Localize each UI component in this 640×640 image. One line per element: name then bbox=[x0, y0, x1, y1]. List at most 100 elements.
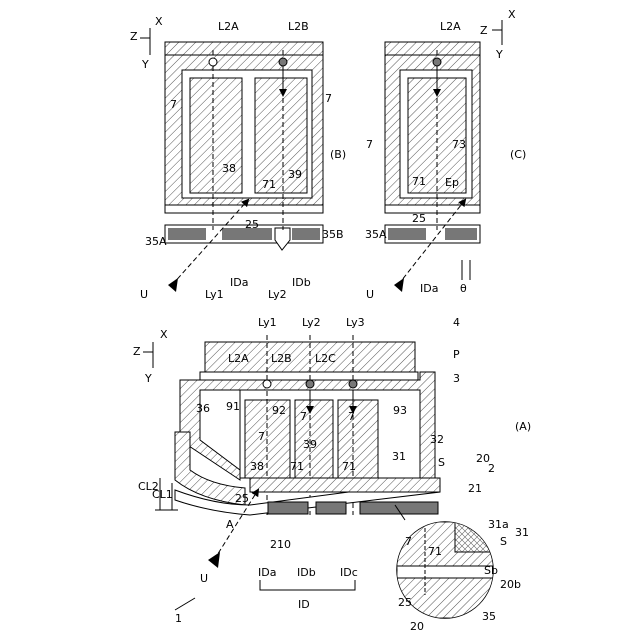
label-u-b: U bbox=[140, 288, 148, 301]
label-l2a-b: L2A bbox=[218, 20, 239, 33]
label-l2b-a: L2B bbox=[271, 352, 292, 365]
axis-y-label-a: Y bbox=[144, 372, 152, 385]
label-92-a: 92 bbox=[272, 404, 286, 417]
lens-block-b1 bbox=[190, 78, 242, 193]
label-ly2-a: Ly2 bbox=[302, 316, 321, 329]
label-ly3-a: Ly3 bbox=[346, 316, 365, 329]
label-ida-a: IDa bbox=[258, 566, 276, 579]
axis-z-label-b: Z bbox=[130, 30, 138, 43]
sensor-idb bbox=[316, 502, 346, 514]
label-25-detail: 25 bbox=[398, 596, 412, 609]
label-35a-c: 35A bbox=[365, 228, 387, 241]
light-source-l2a-a bbox=[263, 380, 271, 388]
sensor-c2 bbox=[445, 228, 477, 240]
label-sb-detail: Sb bbox=[484, 564, 498, 577]
bracket-id bbox=[260, 580, 355, 590]
label-ida-b: IDa bbox=[230, 276, 248, 289]
light-source-l2b-a bbox=[306, 380, 314, 388]
label-71-detail: 71 bbox=[428, 545, 442, 558]
label-3-a: 3 bbox=[453, 372, 460, 385]
label-71-c: 71 bbox=[412, 175, 426, 188]
label-31-a: 31 bbox=[392, 450, 406, 463]
label-91-a: 91 bbox=[226, 400, 240, 413]
label-93-a: 93 bbox=[393, 404, 407, 417]
label-71-b: 71 bbox=[262, 178, 276, 191]
label-4-a: 4 bbox=[453, 316, 460, 329]
light-source-l2c-a bbox=[349, 380, 357, 388]
label-u-a: U bbox=[200, 572, 208, 585]
label-31a-detail: 31a bbox=[488, 518, 509, 531]
label-idb-b: IDb bbox=[292, 276, 311, 289]
eye-icon bbox=[394, 278, 404, 292]
label-7-detail: 7 bbox=[405, 535, 412, 548]
label-cl2-a: CL2 bbox=[138, 480, 159, 493]
caption-b: (B) bbox=[330, 148, 346, 161]
label-l2a-a: L2A bbox=[228, 352, 249, 365]
label-ly1-b: Ly1 bbox=[205, 288, 224, 301]
label-a-a: A bbox=[226, 518, 234, 531]
label-s-detail: S bbox=[500, 535, 507, 548]
label-7a-a: 7 bbox=[258, 430, 265, 443]
axis-x-label-a: X bbox=[160, 328, 168, 341]
label-idb-a: IDb bbox=[297, 566, 316, 579]
label-idc-a: IDc bbox=[340, 566, 358, 579]
label-l2a-c: L2A bbox=[440, 20, 461, 33]
caption-a: (A) bbox=[515, 420, 531, 433]
sensor-ida bbox=[268, 502, 308, 514]
window-c bbox=[385, 205, 480, 213]
label-ly2-b: Ly2 bbox=[268, 288, 287, 301]
label-39-a: 39 bbox=[303, 438, 317, 451]
label-ly1-a: Ly1 bbox=[258, 316, 277, 329]
panel-b bbox=[140, 28, 323, 292]
label-31-detail: 31 bbox=[515, 526, 529, 539]
label-38-b: 38 bbox=[222, 162, 236, 175]
label-210-a: 210 bbox=[270, 538, 291, 551]
label-38-a: 38 bbox=[250, 460, 264, 473]
top-plate-b bbox=[165, 42, 323, 55]
label-35-detail: 35 bbox=[482, 610, 496, 623]
label-25-a: 25 bbox=[235, 492, 249, 505]
label-7b-b: 7 bbox=[325, 92, 332, 105]
label-35b-b: 35B bbox=[322, 228, 344, 241]
label-7-c: 7 bbox=[366, 138, 373, 151]
label-25-c: 25 bbox=[412, 212, 426, 225]
label-ep-c: Ep bbox=[445, 176, 459, 189]
label-theta-c: θ bbox=[460, 282, 467, 295]
label-7a-b: 7 bbox=[170, 98, 177, 111]
label-39-b: 39 bbox=[288, 168, 302, 181]
top-plate-c bbox=[385, 42, 480, 55]
panel-c bbox=[385, 20, 502, 292]
sensor-idc bbox=[360, 502, 438, 514]
eye-icon bbox=[208, 552, 220, 568]
label-l2b-b: L2B bbox=[288, 20, 309, 33]
label-id-a: ID bbox=[298, 598, 310, 611]
axis-x-label-c: X bbox=[508, 8, 516, 21]
axis-y-label-c: Y bbox=[495, 48, 503, 61]
label-2-a: 2 bbox=[488, 462, 495, 475]
label-73-c: 73 bbox=[452, 138, 466, 151]
axis-z-label-c: Z bbox=[480, 24, 488, 37]
label-7c-a: 7 bbox=[348, 410, 355, 423]
label-p-a: P bbox=[453, 348, 460, 361]
label-25-b: 25 bbox=[245, 218, 259, 231]
figure-number: 1 bbox=[175, 612, 182, 625]
label-ida-c: IDa bbox=[420, 282, 438, 295]
panel-p bbox=[200, 372, 418, 380]
label-32-a: 32 bbox=[430, 433, 444, 446]
light-source-l2a-b bbox=[209, 58, 217, 66]
sensor-b1 bbox=[168, 228, 206, 240]
label-u-c: U bbox=[366, 288, 374, 301]
caption-c: (C) bbox=[510, 148, 526, 161]
light-source-l2b-b bbox=[279, 58, 287, 66]
label-7b-a: 7 bbox=[300, 410, 307, 423]
light-source-l2a-c bbox=[433, 58, 441, 66]
label-21-a: 21 bbox=[468, 482, 482, 495]
label-71b-a: 71 bbox=[342, 460, 356, 473]
label-s-a: S bbox=[438, 456, 445, 469]
label-20-detail: 20 bbox=[410, 620, 424, 633]
sensor-c1 bbox=[388, 228, 426, 240]
window-b bbox=[165, 205, 323, 213]
axis-x-label-b: X bbox=[155, 15, 163, 28]
label-20b-detail: 20b bbox=[500, 578, 521, 591]
